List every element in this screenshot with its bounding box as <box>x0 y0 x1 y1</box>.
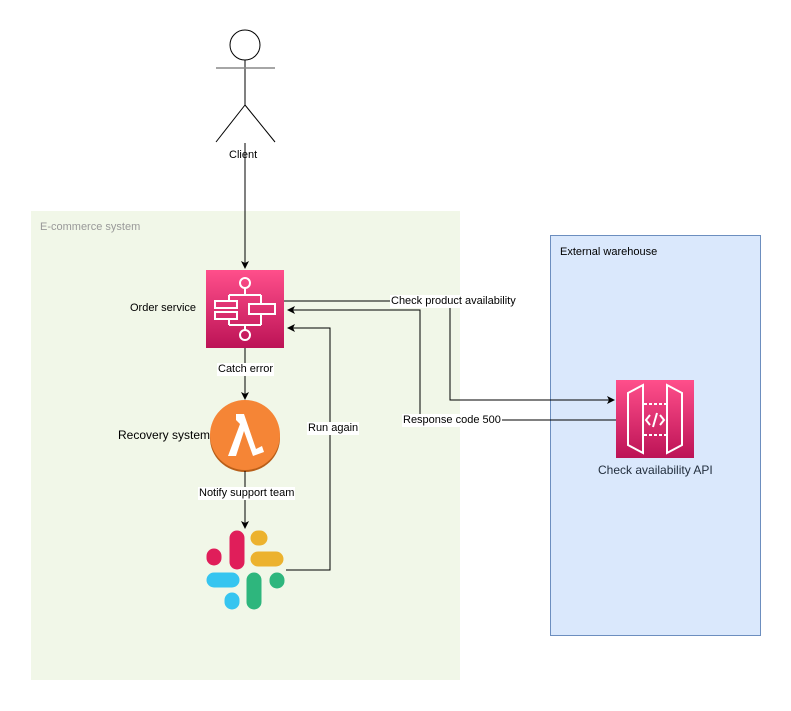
check-availability-label: Check product availability <box>390 295 517 308</box>
edge-run-again[interactable] <box>286 324 331 571</box>
lambda-icon[interactable] <box>210 400 280 472</box>
catch-error-label: Catch error <box>217 363 275 376</box>
notify-support-label: Notify support team <box>198 487 296 500</box>
edge-response-500[interactable] <box>287 306 616 421</box>
api-label: Check availability API <box>598 463 713 477</box>
actor-icon[interactable] <box>215 29 276 143</box>
step-functions-icon[interactable] <box>206 270 284 348</box>
run-again-label: Run again <box>307 422 360 435</box>
ecommerce-group-label: E-commerce system <box>40 221 141 233</box>
response-500-label: Response code 500 <box>402 414 502 427</box>
api-gateway-icon[interactable] <box>616 380 694 458</box>
warehouse-group-label: External warehouse <box>560 246 658 258</box>
client-label: Client <box>229 149 258 161</box>
edge-check-availability[interactable] <box>284 300 615 404</box>
slack-icon[interactable] <box>206 530 285 610</box>
recovery-system-label: Recovery system <box>118 428 211 442</box>
order-service-label: Order service <box>130 302 197 314</box>
